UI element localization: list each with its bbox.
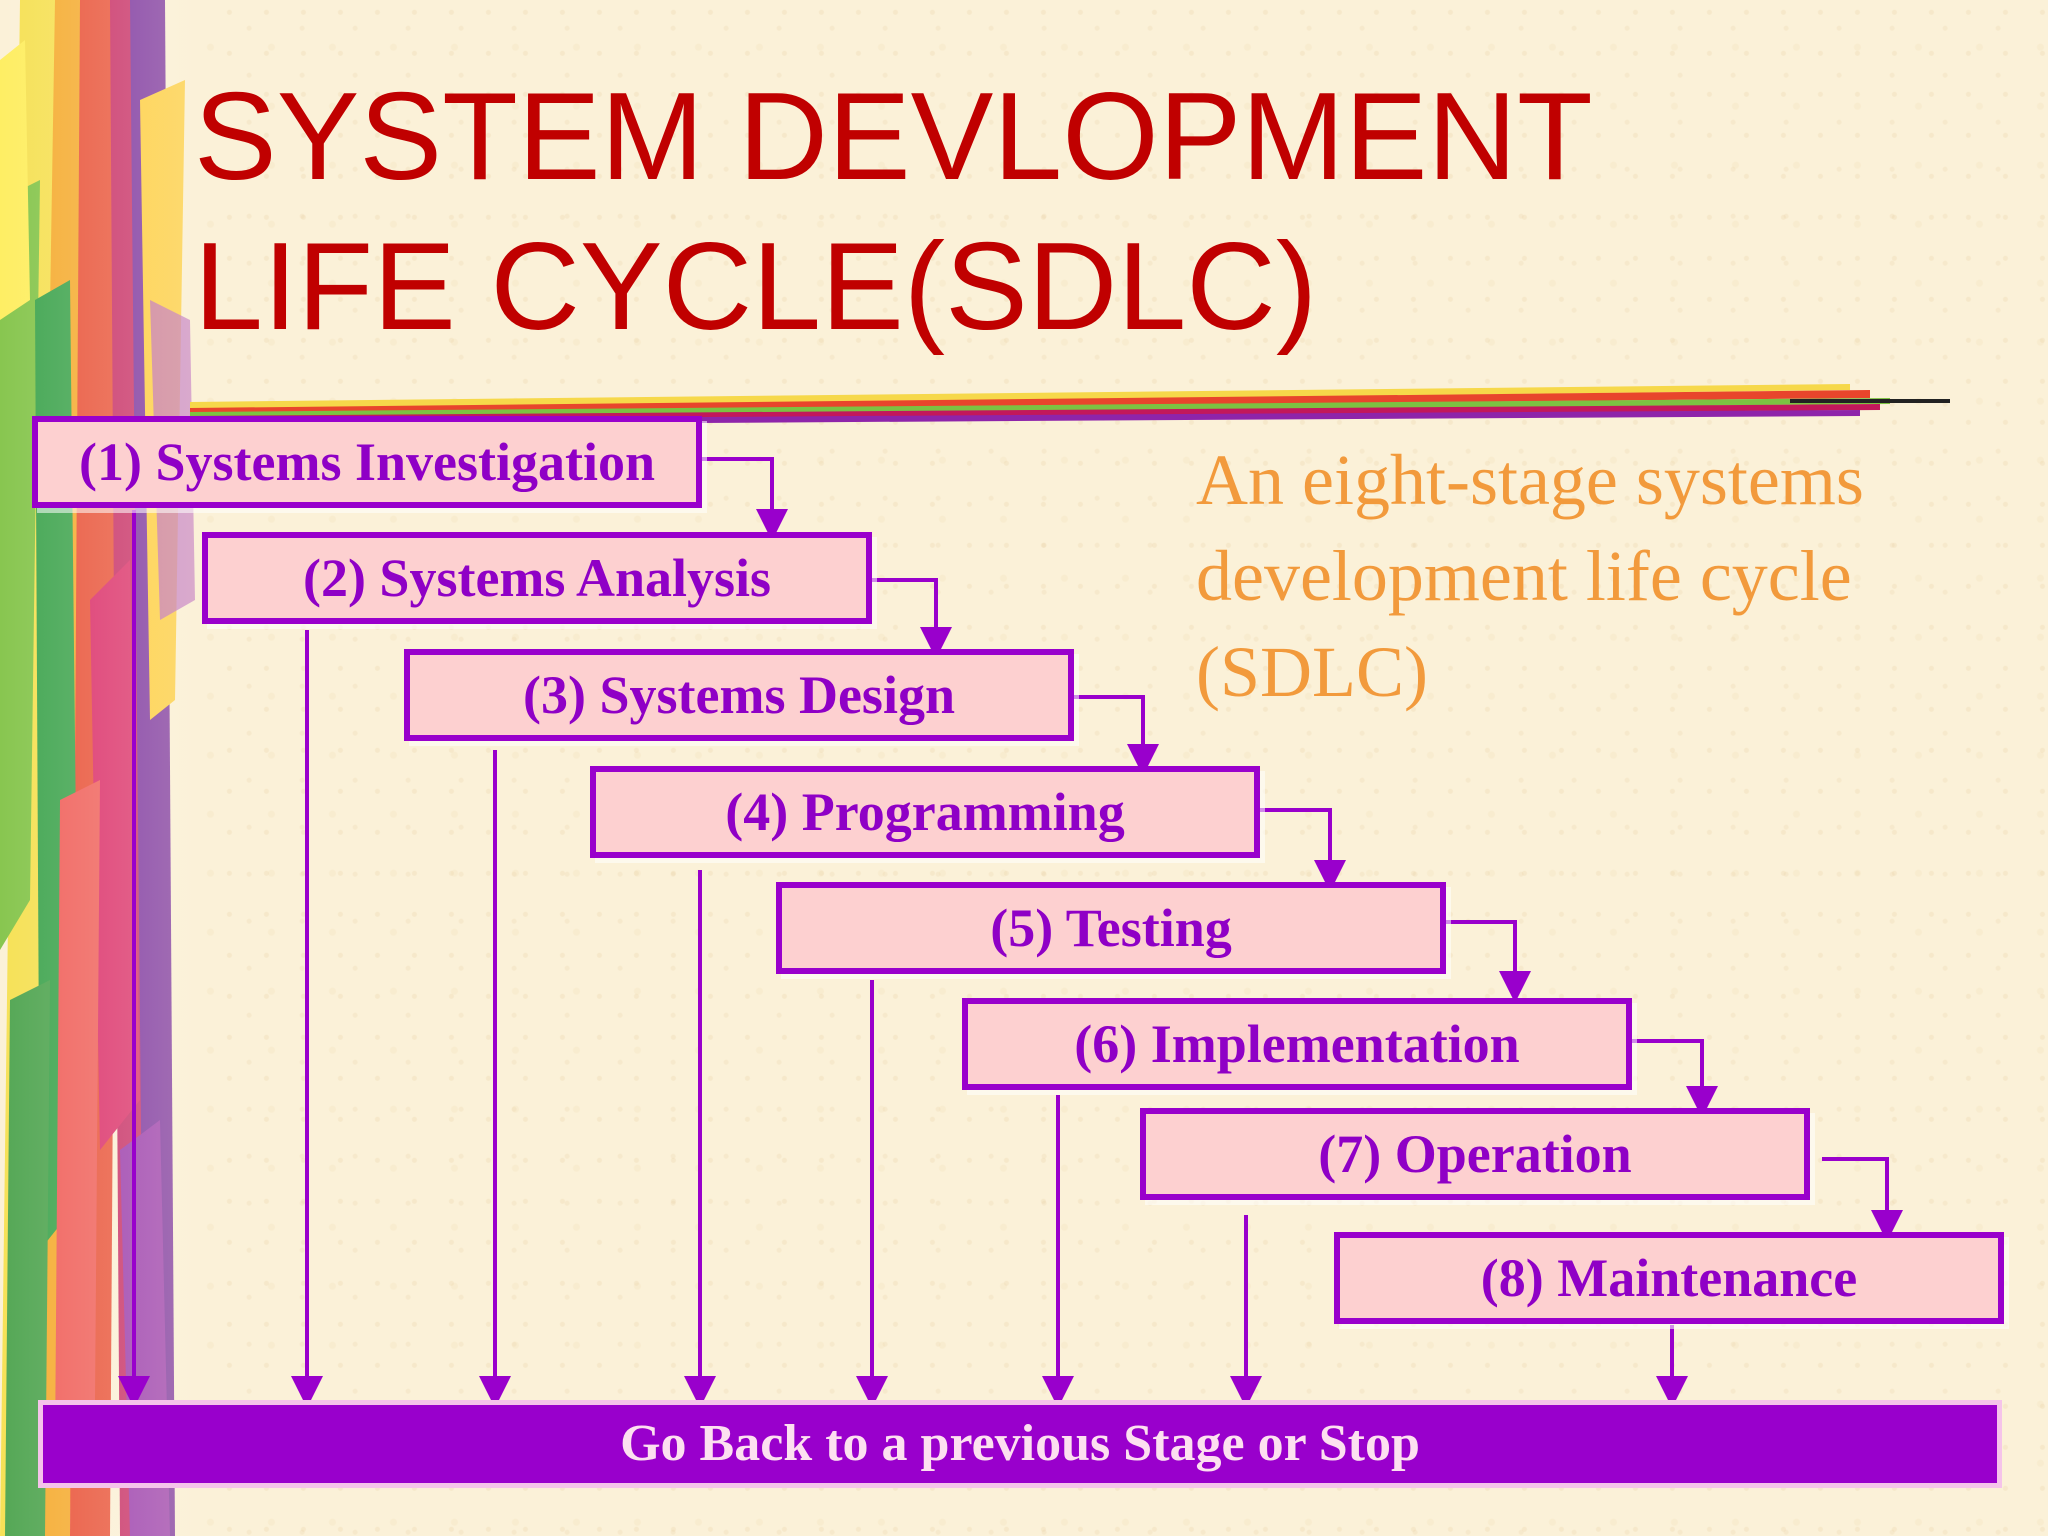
subtitle-line-2: development life cycle	[1196, 536, 1852, 616]
stage-systems-design: (3) Systems Design	[404, 649, 1074, 741]
stage-operation: (7) Operation	[1140, 1108, 1810, 1200]
step-arrow-4-5	[1260, 808, 1346, 892]
slide-title-line-2: LIFE CYCLE(SDLC)	[194, 218, 1318, 356]
slide-subtitle: An eight-stage systems development life …	[1196, 432, 1996, 720]
stage-testing: (5) Testing	[776, 882, 1446, 974]
slide-title: SYSTEM DEVLOPMENT LIFE CYCLE(SDLC)	[194, 62, 1593, 362]
go-back-bar: Go Back to a previous Stage or Stop	[38, 1400, 2002, 1488]
stage-systems-investigation: (1) Systems Investigation	[32, 416, 702, 508]
subtitle-line-3: (SDLC)	[1196, 632, 1428, 712]
stage-systems-analysis: (2) Systems Analysis	[202, 532, 872, 624]
step-arrow-1-2	[700, 457, 788, 541]
step-arrow-2-3	[870, 578, 952, 659]
subtitle-line-1: An eight-stage systems	[1196, 440, 1864, 520]
slide-title-line-1: SYSTEM DEVLOPMENT	[194, 68, 1593, 206]
step-arrow-3-4	[1074, 695, 1159, 776]
stage-implementation: (6) Implementation	[962, 998, 1632, 1090]
stage-programming: (4) Programming	[590, 766, 1260, 858]
step-arrow-7-8	[1822, 1157, 1903, 1242]
step-arrow-6-7	[1632, 1039, 1718, 1118]
step-arrow-5-6	[1446, 920, 1531, 1003]
stage-maintenance: (8) Maintenance	[1334, 1232, 2004, 1324]
